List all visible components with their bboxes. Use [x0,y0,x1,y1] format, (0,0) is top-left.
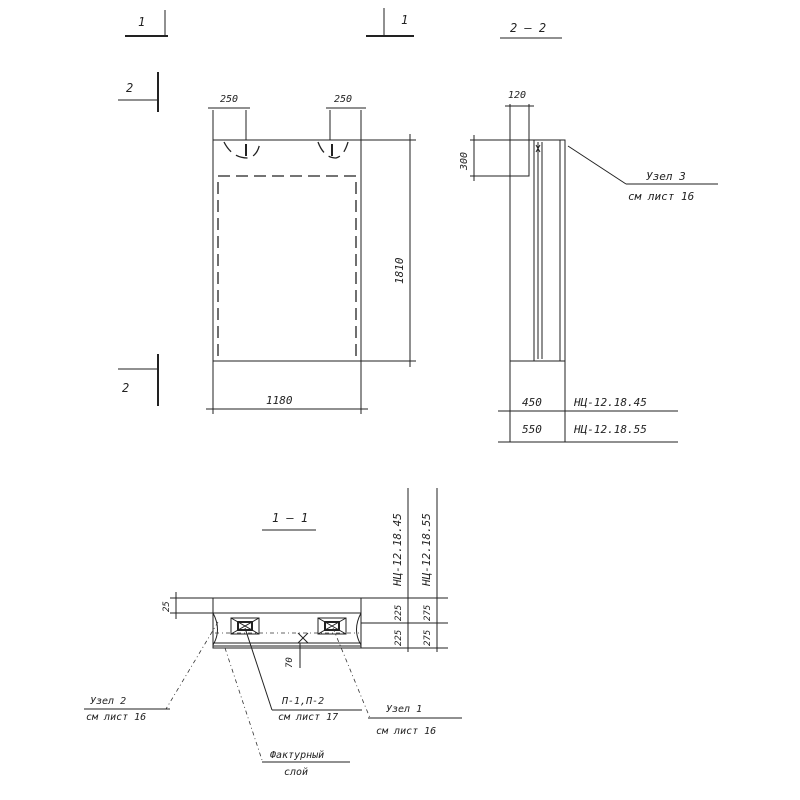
dim-left-top: 250 [220,94,238,105]
front-view: 250 250 1180 1810 [206,94,416,414]
node2-label-line2: см лист 16 [86,712,146,723]
section-title-2-2: 2 – 2 [510,21,546,35]
dim-col2-upper: 275 [423,605,433,621]
table-dim-1: 450 [522,396,542,409]
node1-label-line1: Узел 1 [386,704,422,715]
dim-thickness-top: 120 [508,90,526,101]
node1-label-line2: см лист 16 [376,726,436,737]
dim-col1-upper: 225 [394,605,404,621]
leader-facing [224,647,263,761]
section-1-1: 1 – 1 25 70 [84,488,462,778]
node2-label-line1: Узел 2 [90,696,126,707]
section-mark-label: 2 [122,381,129,395]
table-mark-1: НЦ-12.18.45 [573,396,647,409]
section-title-1-1: 1 – 1 [272,511,308,525]
mark-col-2: НЦ-12.18.55 [420,513,433,587]
dim-inner: 70 [285,657,295,668]
dim-col1-lower: 225 [394,630,404,646]
p-label-line2: см лист 17 [278,712,338,723]
dim-right-top: 250 [334,94,352,105]
dim-height: 1810 [393,257,406,284]
facing-label-line2: слой [284,766,308,778]
section-mark-label: 1 [401,13,408,27]
node3-label-line1: Узел 3 [646,170,686,183]
section-mark-label: 1 [138,15,145,29]
lifting-loop-left [223,141,261,159]
section-marker-1-left: 1 [125,10,168,37]
section-mark-label: 2 [126,81,133,95]
table-dim-2: 550 [522,423,542,436]
leader-node2 [165,621,219,710]
lifting-loop-right [317,141,349,159]
leader-p [244,627,273,711]
section-marker-2-bottom: 2 [118,354,159,406]
dim-top-left: 25 [162,601,172,612]
section-marker-2-top: 2 [118,72,159,112]
dim-col2-lower: 275 [423,630,433,646]
dim-notch: 300 [459,152,470,171]
side-view: 120 300 Узел 3 см лист 16 450 НЦ-12.18.4… [459,90,718,443]
leader-node1 [332,627,371,719]
facing-label-line1: Фактурный [270,749,324,761]
table-mark-2: НЦ-12.18.55 [573,423,647,436]
section-marker-1-right: 1 [366,8,414,37]
p-label-line1: П-1,П-2 [281,696,324,707]
dim-width: 1180 [266,394,293,407]
embedded-part-right [317,617,347,635]
embedded-part-left [230,617,260,635]
mark-col-1: НЦ-12.18.45 [391,513,404,587]
panel-outline [212,139,362,362]
node3-label-line2: см лист 16 [628,190,695,203]
